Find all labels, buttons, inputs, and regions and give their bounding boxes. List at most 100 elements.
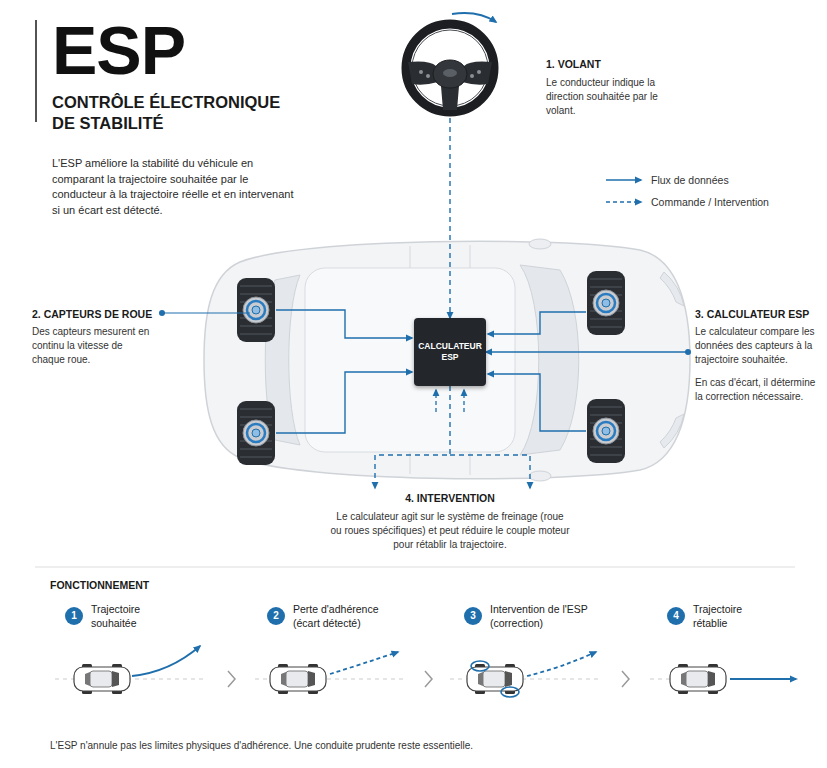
car-body xyxy=(660,272,684,306)
badge-circle xyxy=(267,607,285,625)
car-body xyxy=(660,414,684,448)
step-chevron xyxy=(622,671,629,687)
rotation-arrow xyxy=(452,13,496,22)
command-connector xyxy=(450,455,530,488)
callout-heading: 4. INTERVENTION xyxy=(330,492,570,505)
callout-heading: 2. CAPTEURS DE ROUE xyxy=(32,308,172,321)
callout-dot xyxy=(685,349,691,355)
leader-line xyxy=(162,312,250,313)
callout-text: Le conducteur indique la direction souha… xyxy=(546,76,658,118)
connector-group xyxy=(486,349,691,355)
legend-text: Flux de données xyxy=(651,173,729,187)
data-connector xyxy=(486,351,690,352)
command-connector xyxy=(375,386,450,488)
callout-heading: 3. CALCULATEUR ESP xyxy=(695,308,823,321)
wheel xyxy=(587,399,625,463)
steering-wheel xyxy=(470,74,474,78)
car-body xyxy=(305,268,515,452)
separator xyxy=(35,567,795,568)
intervention-callout: 4. INTERVENTION Le calculateur agit sur l… xyxy=(330,488,570,554)
section-heading: FONCTIONNEMENT xyxy=(50,579,270,591)
car-sketch xyxy=(270,664,326,694)
steering-wheel xyxy=(419,70,423,74)
feedback-arrow xyxy=(435,390,436,412)
car-sketch xyxy=(467,664,523,694)
trajectory-arrow xyxy=(730,678,796,680)
trajectory-arrow xyxy=(330,652,398,674)
wheel xyxy=(237,401,275,465)
step-label: Perte d'adhérence (écart détecté) xyxy=(293,602,393,630)
car-body xyxy=(529,239,551,249)
step-number: 4 xyxy=(667,607,685,625)
feedback-arrow xyxy=(436,390,464,412)
badge-circle xyxy=(667,607,685,625)
brake-highlight xyxy=(471,661,519,697)
car-body xyxy=(520,265,579,455)
step-badge: 1Trajectoire souhaitée xyxy=(65,607,83,625)
callout-text: Des capteurs mesurent en continu la vite… xyxy=(32,325,154,367)
step-label: Intervention de l'ESP (correction) xyxy=(490,602,602,630)
steering-wheel xyxy=(406,24,494,112)
step-number: 3 xyxy=(464,607,482,625)
step-badge: 3Intervention de l'ESP (correction) xyxy=(464,607,482,625)
feedback-arrow xyxy=(463,390,464,412)
badge-circle xyxy=(65,607,83,625)
step-badge: 2Perte d'adhérence (écart détecté) xyxy=(267,607,285,625)
car-sketch xyxy=(74,664,130,694)
steering-wheel-callout: 1. VOLANT Le conducteur indique la direct… xyxy=(396,14,666,118)
wheel xyxy=(237,271,625,465)
sensor-data-line xyxy=(488,374,586,431)
step-chevron xyxy=(425,671,432,687)
connector-group xyxy=(450,118,451,318)
command-connector xyxy=(449,118,450,318)
legend-line xyxy=(606,201,641,202)
car-body xyxy=(529,471,551,481)
steering-wheel xyxy=(426,74,430,78)
step-badge: 4Trajectoire rétablie xyxy=(667,607,685,625)
legend-item: Flux de données xyxy=(605,173,805,187)
legend-line xyxy=(606,179,641,180)
sensor-data-line xyxy=(488,312,586,334)
step-chevron xyxy=(228,671,629,687)
wheel xyxy=(587,271,625,335)
trajectory-arrow xyxy=(527,652,596,676)
steering-wheel xyxy=(433,60,467,88)
wheel xyxy=(237,278,275,342)
wheel-sensor-callout: 2. CAPTEURS DE ROUE Des capteurs mesurent… xyxy=(30,304,180,370)
connector-group xyxy=(375,386,530,488)
step-chevron xyxy=(228,671,235,687)
steering-wheel xyxy=(443,69,457,77)
car-body xyxy=(204,239,690,481)
sensor-data-line xyxy=(276,310,412,338)
steering-wheel xyxy=(477,70,481,74)
sensor-data-line xyxy=(276,372,412,433)
car-sketch xyxy=(74,664,726,694)
subtitle: CONTRÔLE ÉLECTRONIQUE DE STABILITÉ xyxy=(52,92,302,134)
callout-text: En cas d'écart, il détermine la correcti… xyxy=(695,376,823,404)
sensor-data-line xyxy=(276,310,586,433)
ecu-box: CALCULATEUR ESP xyxy=(414,318,486,386)
callout-text: Le calculateur agit sur le système de fr… xyxy=(330,510,570,552)
step-label: Trajectoire rétablie xyxy=(693,602,763,630)
legend-sample xyxy=(605,195,645,209)
leader-line xyxy=(159,310,250,316)
legend-sample xyxy=(605,173,645,187)
steering-wheel xyxy=(406,24,494,112)
trajectory-arrow xyxy=(132,646,200,676)
steering-wheel xyxy=(441,86,459,110)
car-body xyxy=(204,241,690,478)
ecu-callout: 3. CALCULATEUR ESP Le calculateur compare… xyxy=(690,304,824,416)
accent-bar xyxy=(35,20,37,122)
callout-heading: 1. VOLANT xyxy=(546,58,666,71)
ecu-label: CALCULATEUR ESP xyxy=(414,318,486,386)
badge-circle xyxy=(464,607,482,625)
brake-highlight xyxy=(471,661,489,671)
step-number: 2 xyxy=(267,607,285,625)
legend-item: Commande / Intervention xyxy=(605,195,805,209)
callout-text: Le calculateur compare les données des c… xyxy=(695,325,821,367)
step-number: 1 xyxy=(65,607,83,625)
intro-text: L'ESP améliore la stabilité du véhicule … xyxy=(52,156,297,218)
brake-highlight xyxy=(501,687,519,697)
car-sketch xyxy=(670,664,726,694)
